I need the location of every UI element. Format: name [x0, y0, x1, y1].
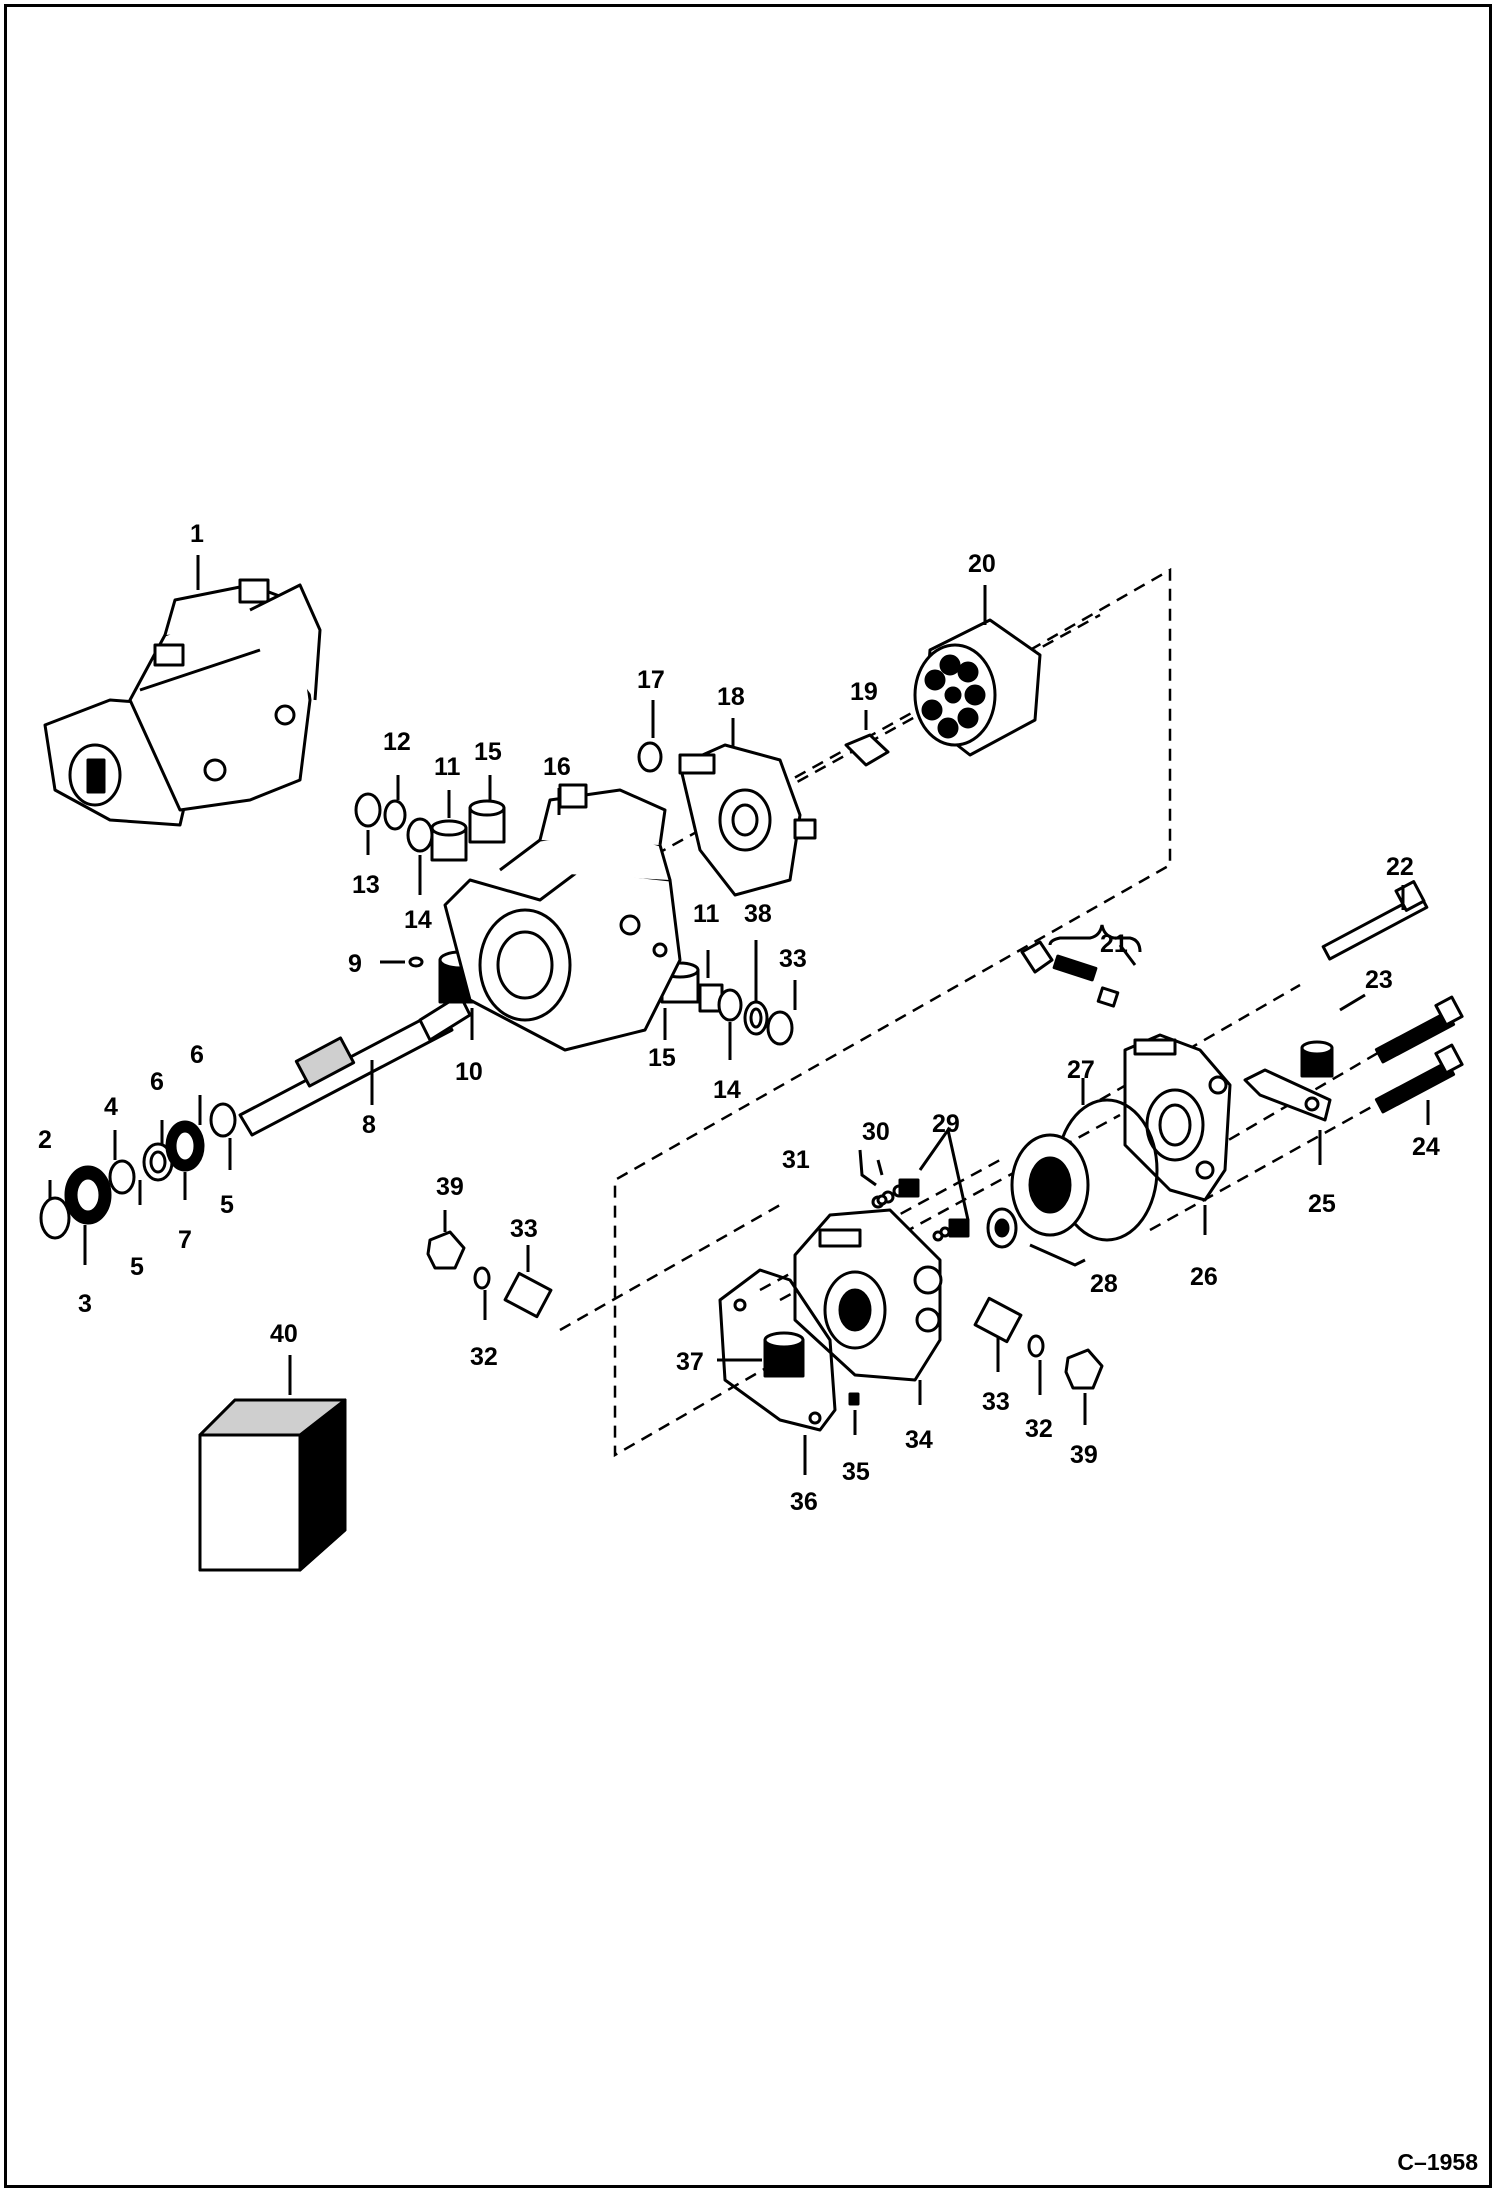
snap-ring-33: [766, 1010, 794, 1046]
callout-12: 12: [383, 728, 411, 756]
callout-27: 27: [1067, 1056, 1095, 1084]
callout-38: 38: [744, 900, 772, 928]
callout-11b: 11: [693, 900, 720, 928]
snap-ring-13: [354, 792, 382, 828]
bearing-23: [1300, 1040, 1334, 1078]
callout-33b: 33: [982, 1388, 1010, 1416]
callout-1: 1: [190, 520, 204, 548]
callout-19: 19: [850, 678, 878, 706]
valve-parts-29-31: [871, 1178, 970, 1242]
callout-15b: 15: [648, 1044, 676, 1072]
key-9: [408, 956, 424, 968]
callout-8: 8: [362, 1111, 376, 1139]
bracket-25: [1243, 1068, 1332, 1122]
callout-40: 40: [270, 1320, 298, 1348]
bolt-24-lower: [1374, 1043, 1464, 1114]
o-ring-32-right: [1027, 1334, 1045, 1358]
bolt-22: [1321, 880, 1429, 961]
bushing-11-top: [430, 819, 468, 862]
callout-15a: 15: [474, 738, 502, 766]
callout-37: 37: [676, 1348, 704, 1376]
snap-ring-2: [39, 1196, 71, 1240]
callout-21: 21: [1100, 930, 1128, 958]
drive-shaft-8: [238, 993, 472, 1137]
callout-3: 3: [78, 1290, 92, 1318]
pump-assembly-icon: [43, 578, 322, 827]
callout-33a: 33: [510, 1215, 538, 1243]
callout-22: 22: [1386, 853, 1414, 881]
callout-7: 7: [178, 1226, 192, 1254]
callout-32a: 32: [470, 1343, 498, 1371]
seal-kit-box-icon: [198, 1398, 347, 1572]
pump-housing-16: [443, 783, 682, 1052]
callout-14b: 14: [713, 1076, 741, 1104]
callout-35: 35: [842, 1458, 870, 1486]
callout-16: 16: [543, 753, 571, 781]
o-ring-14-top: [406, 817, 434, 853]
drawing-frame: [4, 4, 1492, 2188]
callout-32b: 32: [1025, 1415, 1053, 1443]
callout-26: 26: [1190, 1263, 1218, 1291]
rotating-group-20: [913, 618, 1042, 757]
callout-4: 4: [104, 1093, 118, 1121]
o-ring-17: [637, 741, 663, 773]
callout-39b: 39: [1070, 1441, 1098, 1469]
bearing-6-7: [165, 1102, 237, 1172]
callout-11a: 11: [434, 753, 461, 781]
callout-18: 18: [717, 683, 745, 711]
figure-id: C–1958: [1397, 2149, 1478, 2175]
callout-10: 10: [455, 1058, 483, 1086]
callout-31: 31: [782, 1146, 810, 1174]
callout-6b: 6: [190, 1041, 204, 1069]
seal-3: [64, 1165, 112, 1225]
seal-38: [743, 1000, 769, 1036]
callout-14a: 14: [404, 906, 432, 934]
leader-lines: [48, 555, 1430, 1475]
plug-39-left: [426, 1230, 466, 1270]
gasket-36: [718, 1268, 837, 1432]
plate-19: [844, 733, 890, 767]
callout-34: 34: [905, 1426, 933, 1454]
bushing-15-top: [468, 799, 506, 844]
callout-33c: 33: [779, 945, 807, 973]
callout-6a: 6: [150, 1068, 164, 1096]
callout-36: 36: [790, 1488, 818, 1516]
relief-valve-21: [1020, 940, 1120, 1008]
bolt-24-upper: [1374, 995, 1464, 1064]
gerotor-28: [986, 1133, 1090, 1249]
callout-28: 28: [1090, 1270, 1118, 1298]
charge-pump-body-34: [793, 1208, 943, 1382]
callout-30: 30: [862, 1118, 890, 1146]
callout-25: 25: [1308, 1190, 1336, 1218]
callout-23: 23: [1365, 966, 1393, 994]
cap-33-right: [973, 1296, 1023, 1344]
callout-29: 29: [932, 1110, 960, 1138]
washer-12: [383, 799, 407, 831]
callout-9: 9: [348, 950, 362, 978]
callout-17: 17: [637, 666, 665, 694]
end-cover-26: [1123, 1033, 1232, 1202]
callout-39a: 39: [436, 1173, 464, 1201]
callout-13: 13: [352, 871, 380, 899]
swashplate-18: [678, 743, 817, 897]
pin-35: [848, 1392, 860, 1406]
plug-39-right: [1064, 1348, 1104, 1390]
callout-5a: 5: [130, 1253, 144, 1281]
callout-5b: 5: [220, 1191, 234, 1219]
callout-24: 24: [1412, 1133, 1440, 1161]
callout-2: 2: [38, 1126, 52, 1154]
o-ring-32-left: [473, 1266, 491, 1290]
callout-20: 20: [968, 550, 996, 578]
cap-33-left: [503, 1271, 553, 1319]
bearing-37: [763, 1331, 805, 1378]
callout-labels: 1 2 3 4 5 5 6 6 7 8 9 10 11 11 12 13 14 …: [38, 520, 1440, 1516]
o-ring-14-bottom: [717, 988, 743, 1022]
